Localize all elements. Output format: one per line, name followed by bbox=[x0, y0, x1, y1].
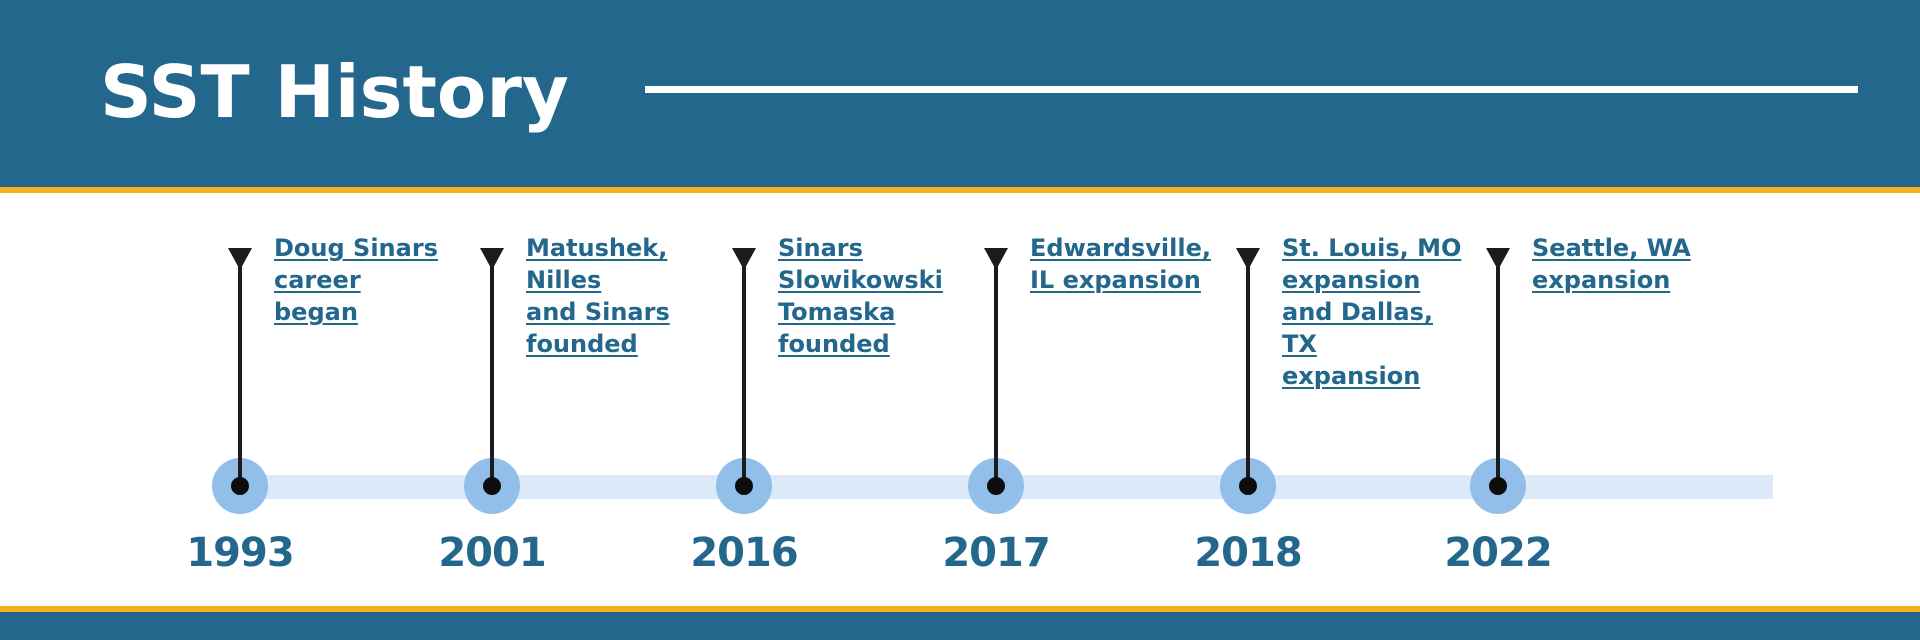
header-banner bbox=[0, 0, 1920, 187]
event-description-link[interactable]: Edwardsville, IL expansion bbox=[1030, 234, 1211, 294]
event-stem-line bbox=[1246, 250, 1250, 486]
arrow-down-icon bbox=[228, 248, 252, 270]
arrow-down-icon bbox=[984, 248, 1008, 270]
event-marker-dot bbox=[735, 477, 753, 495]
event-stem-line bbox=[742, 250, 746, 486]
event-year: 2018 bbox=[1194, 530, 1302, 576]
event-marker-dot bbox=[231, 477, 249, 495]
event-description-link[interactable]: Doug Sinars career began bbox=[274, 234, 438, 326]
event-description-link[interactable]: Sinars Slowikowski Tomaska founded bbox=[778, 234, 943, 358]
event-year: 2022 bbox=[1444, 530, 1552, 576]
arrow-down-icon bbox=[732, 248, 756, 270]
event-marker-dot bbox=[1489, 477, 1507, 495]
event-stem-line bbox=[238, 250, 242, 486]
event-year: 2016 bbox=[690, 530, 798, 576]
event-marker-dot bbox=[483, 477, 501, 495]
event-stem-line bbox=[994, 250, 998, 486]
event-marker-dot bbox=[987, 477, 1005, 495]
event-description-link[interactable]: Matushek, Nilles and Sinars founded bbox=[526, 234, 670, 358]
event-year: 2001 bbox=[438, 530, 546, 576]
event-marker-dot bbox=[1239, 477, 1257, 495]
footer-accent-stripe bbox=[0, 606, 1920, 612]
page-title: SST History bbox=[100, 50, 569, 134]
footer-banner bbox=[0, 612, 1920, 640]
arrow-down-icon bbox=[1236, 248, 1260, 270]
title-rule-divider bbox=[645, 86, 1858, 93]
arrow-down-icon bbox=[480, 248, 504, 270]
event-description-link[interactable]: St. Louis, MO expansion and Dallas, TX e… bbox=[1282, 234, 1462, 390]
event-year: 2017 bbox=[942, 530, 1050, 576]
event-stem-line bbox=[1496, 250, 1500, 486]
arrow-down-icon bbox=[1486, 248, 1510, 270]
header-accent-stripe bbox=[0, 187, 1920, 193]
event-year: 1993 bbox=[186, 530, 294, 576]
event-description-link[interactable]: Seattle, WA expansion bbox=[1532, 234, 1691, 294]
event-stem-line bbox=[490, 250, 494, 486]
